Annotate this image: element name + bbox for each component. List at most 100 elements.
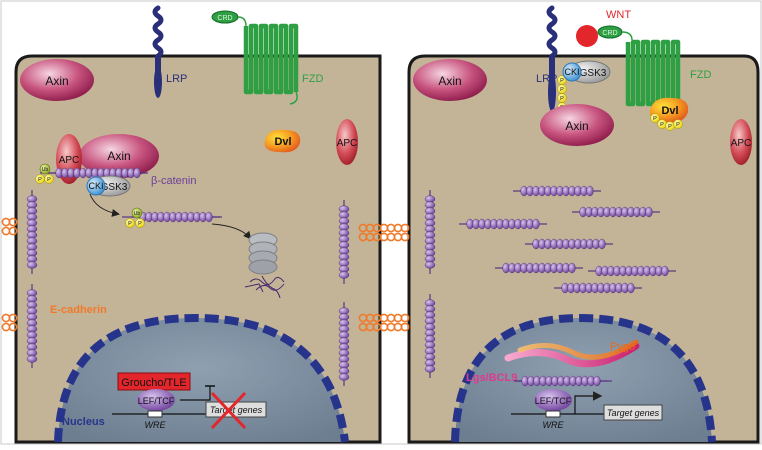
degradation-arrow [211, 223, 252, 240]
lrp-phosphate-3: P [557, 93, 567, 103]
left-outer-bridge-upper [1, 217, 18, 236]
released-beta-catenin-beads [132, 211, 220, 223]
p2-label: P [47, 177, 51, 183]
free-beta-catenin-5 [495, 262, 583, 274]
beta-catenin-label: β-catenin [151, 175, 196, 187]
right-axin-bound: Axin [540, 104, 614, 146]
right-axin-free: Axin [413, 59, 487, 101]
lgs-bcl9-protein [504, 342, 640, 368]
released-beta-catenin: Ub P P [122, 207, 222, 228]
cadherin-tail-lower-right [338, 302, 350, 386]
free-beta-catenin-7 [554, 282, 642, 294]
left-nucleus [54, 313, 349, 443]
right-apc-side-label: APC [731, 138, 752, 149]
right-edge-cadherins-left-cell [338, 200, 350, 386]
middle-bridge-upper [358, 223, 410, 242]
right-fzd-label: FZD [690, 69, 711, 81]
repression-cross [210, 391, 247, 430]
right-axin-label: Axin [438, 74, 461, 88]
left-axin-label: Axin [45, 74, 68, 88]
p3-label: P [128, 221, 132, 227]
left-dvl-label: Dvl [274, 136, 291, 148]
complex-gsk3-label: GSK3 [101, 182, 128, 193]
p1-label: P [38, 177, 42, 183]
dvl-phosphate-1: P [650, 113, 660, 123]
ub-top-label: Ub [42, 167, 49, 173]
nuclear-beta-catenin [514, 375, 608, 387]
proteasome [248, 232, 278, 275]
right-dvl: Dvl [649, 97, 689, 123]
left-dvl: Dvl [264, 129, 301, 153]
left-outer-bridge-lower [1, 313, 18, 332]
ub-low-label: Ub [134, 211, 141, 217]
activation-arrow [574, 391, 603, 414]
membrane-ck-gsk3: GSK3 CKI [562, 60, 611, 84]
wnt-label: WNT [606, 9, 631, 21]
right-target-genes-label: Target genes [607, 408, 660, 418]
left-lrp-label: LRP [166, 73, 187, 85]
right-cadherin-tail-lower [424, 294, 436, 378]
dvl-phosphate-4: P [673, 119, 683, 129]
cadherin-tail-upper-right [338, 200, 350, 284]
cadherin-tail-lower-left [26, 284, 38, 368]
right-cadherin-tail-upper [424, 190, 436, 274]
free-beta-catenin-1 [513, 185, 601, 197]
right-dvl-label: Dvl [661, 105, 678, 117]
right-cell-left-edge-cadherins [424, 190, 436, 378]
degraded-fragments [244, 275, 285, 299]
wnt-ligand: WNT CRD [576, 9, 631, 47]
right-lrp-label: LRP [536, 73, 557, 85]
complex-axin [79, 134, 159, 178]
lrp-phosphate-label: P [560, 78, 564, 84]
lrp-phosphate-label: P [560, 96, 564, 102]
left-apc-side: APC [336, 119, 358, 165]
ecadherin-label: E-cadherin [50, 304, 107, 316]
left-axin-free: Axin [20, 59, 94, 101]
left-cell: Axin LRP CRD FZD Dvl APC [14, 5, 382, 444]
right-apc-side: APC [730, 119, 752, 165]
free-beta-catenin-6 [588, 265, 676, 277]
pygo-protein [517, 339, 639, 360]
dvl-phosphate-label: P [653, 116, 657, 122]
left-wre-label: WRE [145, 420, 167, 430]
cadherin-bridges [1, 217, 410, 332]
dvl-phosphate-2: P [657, 119, 667, 129]
complex-ck-label: CKI [88, 181, 103, 191]
complex-beta-catenin [48, 167, 148, 179]
cadherin-tail-upper-left [26, 190, 38, 274]
left-lrp-receptor [152, 5, 164, 98]
left-lef-tcf-label: LEF/TCF [138, 396, 175, 406]
dvl-phosphate-3: P [665, 121, 675, 131]
lrp-phosphate-2: P [557, 84, 567, 94]
free-beta-catenin-2 [459, 218, 547, 230]
destruction-complex: Axin APC GSK3 CKI Ub P P [35, 134, 159, 197]
right-crd-label: CRD [602, 30, 617, 37]
right-lef-tcf-label: LEF/TCF [535, 396, 572, 406]
left-edge-cadherins [26, 190, 38, 368]
right-ck-label: CKI [564, 67, 579, 77]
complex-beta-catenin-beads [48, 167, 148, 179]
groucho-label: Groucho/TLE [121, 377, 186, 389]
free-beta-catenin-3 [572, 206, 660, 218]
free-beta-catenin-4 [525, 238, 613, 250]
left-apc-side-label: APC [337, 138, 358, 149]
dvl-phosphate-label: P [676, 122, 680, 128]
right-wre-label: WRE [543, 420, 565, 430]
right-lrp-receptor [546, 5, 558, 112]
lrp-phosphate-label: P [560, 87, 564, 93]
left-target-genes-label: Target genes [210, 405, 263, 415]
complex-apc-label: APC [59, 155, 80, 166]
nuclear-beta-catenin-beads [514, 375, 608, 387]
complex-axin-label: Axin [107, 149, 130, 163]
middle-bridge-lower [358, 313, 410, 332]
left-fzd-label: FZD [302, 73, 323, 85]
p4-label: P [138, 221, 142, 227]
left-crd-label: CRD [217, 15, 232, 22]
right-gsk3-label: GSK3 [580, 68, 607, 79]
right-transcription-active: Pygo Lgs/BCL9 LEF/TCF Target genes WRE [466, 339, 663, 430]
lgs-bcl9-label: Lgs/BCL9 [466, 372, 517, 384]
